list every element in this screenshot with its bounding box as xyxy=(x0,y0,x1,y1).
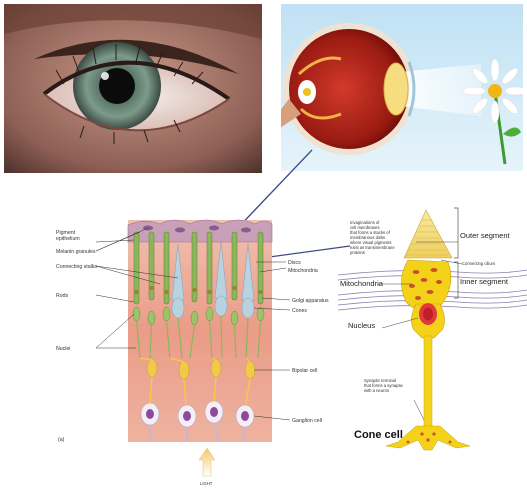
label-nuclei: Nuclei xyxy=(56,346,70,352)
label-light: LIGHT xyxy=(200,481,213,486)
panel-letter: (a) xyxy=(58,437,65,443)
label-connecting-cilium: Connecting cilium xyxy=(462,261,496,266)
label-outer-segment: Outer segment xyxy=(460,231,511,240)
label-nucleus: Nucleus xyxy=(348,321,375,330)
label-ganglion-cell: Ganglion cell xyxy=(292,418,322,424)
inner-segment xyxy=(401,260,450,311)
cone-cell-diagram: Invaginations of cell membranes that for… xyxy=(338,180,527,493)
up-arrow-icon xyxy=(199,448,215,476)
label-rods: Rods xyxy=(56,293,69,299)
label-golgi-apparatus: Golgi apparatus xyxy=(292,298,329,304)
label-discs: Discs xyxy=(288,260,301,266)
label-inner-segment: Inner segment xyxy=(460,277,509,286)
label-bipolar-cell: Bipolar cell xyxy=(292,368,317,374)
label-cones: Cones xyxy=(292,308,307,314)
label-mitochondria-cone: Mitochondria xyxy=(340,279,384,288)
outer-segment xyxy=(404,210,452,258)
label-invaginations: Invaginations of cell membranes that for… xyxy=(350,220,396,255)
label-connecting-stalks: Connecting stalks xyxy=(56,264,97,270)
label-mitochondria-retina: Mitochondria xyxy=(288,268,318,274)
label-synaptic-terminal: Synaptic terminal that forms a synapse w… xyxy=(364,378,404,393)
cone-cell-title: Cone cell xyxy=(354,429,403,441)
label-melanin-granules: Melanin granules xyxy=(56,249,96,255)
